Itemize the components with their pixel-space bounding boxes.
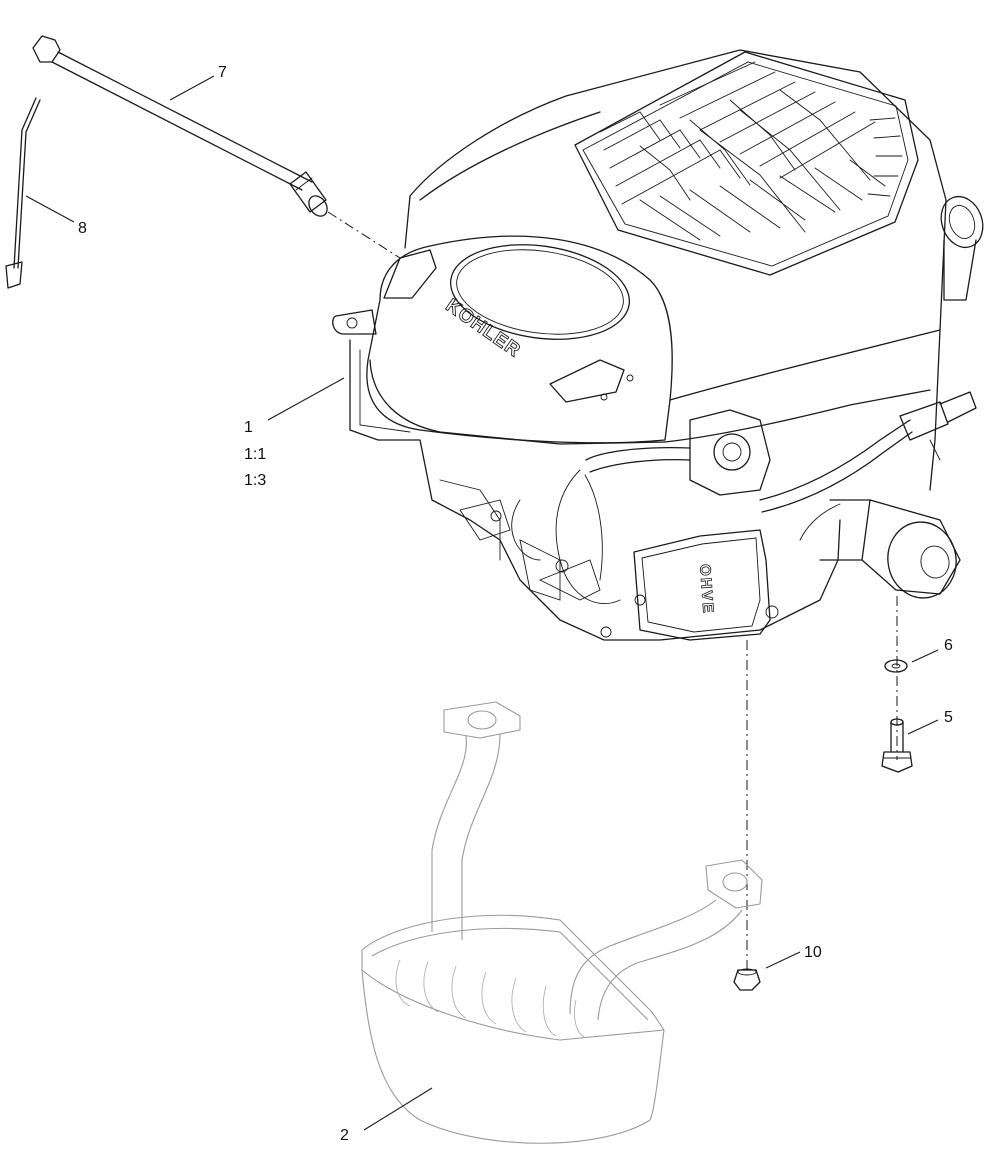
callout-1-1: 1:1 bbox=[244, 446, 266, 463]
tube-centerline bbox=[327, 211, 401, 259]
kohler-logo-text: KOHLER bbox=[442, 295, 525, 362]
engine-assembly-part[interactable]: KOHLER bbox=[332, 49, 990, 641]
callout-8: 8 bbox=[78, 220, 87, 237]
ohve-cover-text: OHVE bbox=[696, 564, 716, 616]
washer-part[interactable] bbox=[884, 659, 908, 673]
callouts: 7 8 1 1:1 1:3 6 5 10 2 bbox=[25, 64, 953, 1144]
dipstick-tube-part[interactable] bbox=[32, 35, 331, 220]
dipstick-part[interactable] bbox=[5, 97, 41, 289]
flange-nut-part[interactable] bbox=[733, 968, 761, 991]
muffler-part[interactable] bbox=[361, 701, 763, 1144]
callout-1: 1 bbox=[244, 419, 253, 436]
callout-7: 7 bbox=[218, 64, 227, 81]
callout-5: 5 bbox=[944, 709, 953, 726]
callout-1-3: 1:3 bbox=[244, 472, 266, 489]
callout-10: 10 bbox=[804, 944, 822, 961]
bolt-part[interactable] bbox=[881, 718, 913, 773]
callout-2: 2 bbox=[340, 1127, 349, 1144]
callout-6: 6 bbox=[944, 637, 953, 654]
